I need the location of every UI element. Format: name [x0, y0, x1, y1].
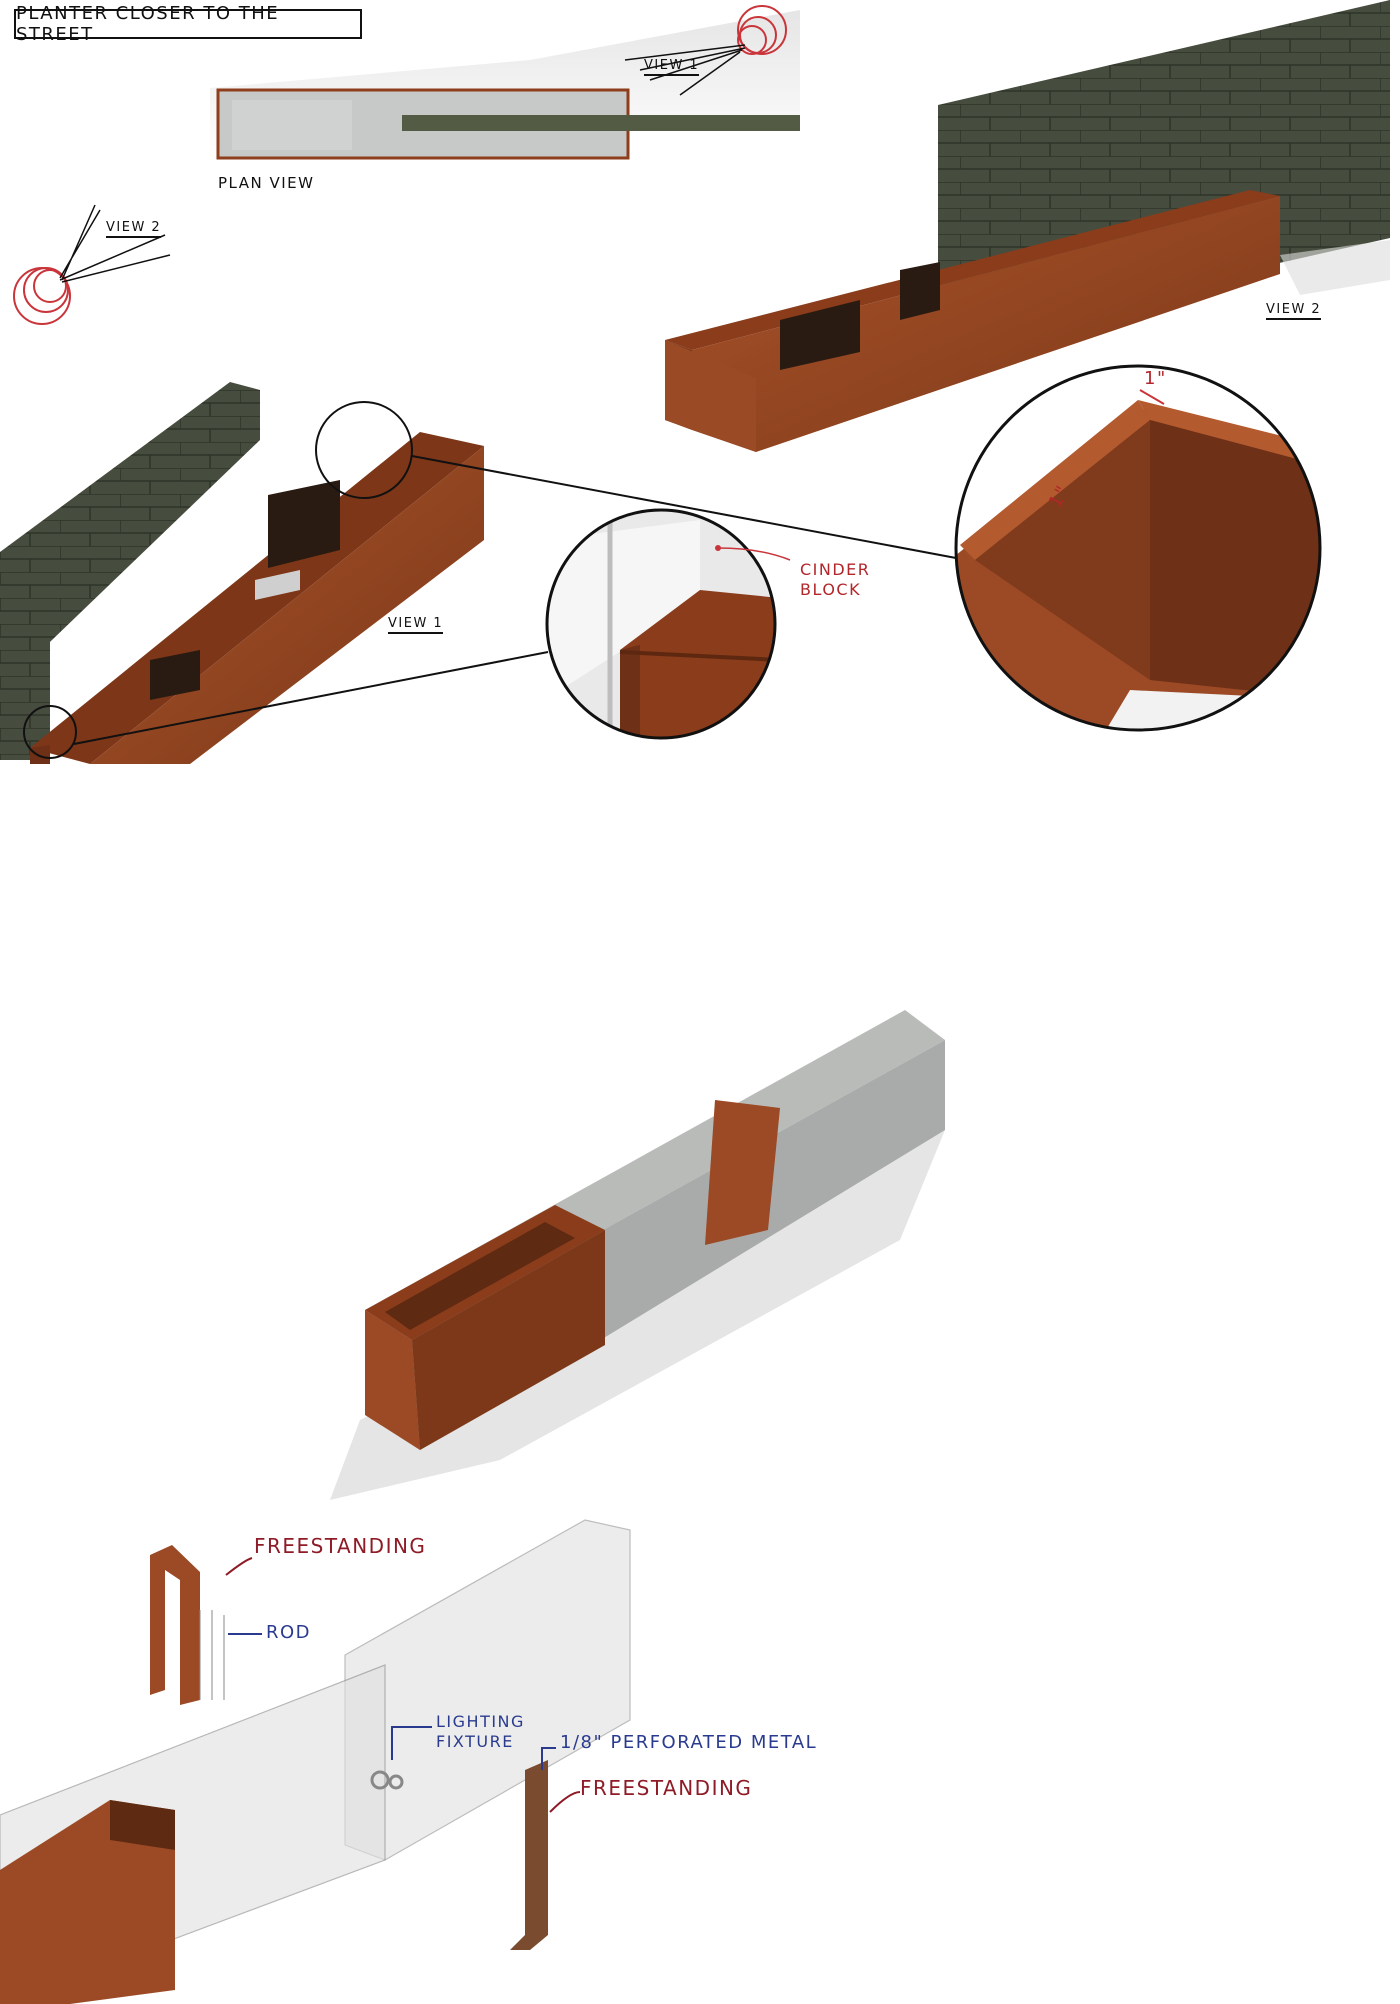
freestanding-label-1: FREESTANDING [254, 1534, 427, 1558]
corten-planter-front [365, 1310, 420, 1450]
view1-block-wall [0, 382, 260, 690]
detail-cinder-circle [545, 508, 791, 740]
view2-marker-label: VIEW 2 [106, 220, 162, 238]
plan-view-label: PLAN VIEW [218, 174, 315, 192]
freestanding-perforated [510, 1760, 548, 1950]
dimension-top-label: 1" [1144, 368, 1167, 389]
detail-corner-circle [954, 364, 1322, 732]
connector-line-top [411, 455, 957, 559]
view1-detail-ring-bottom [23, 705, 77, 759]
concrete-planter-model [330, 1010, 945, 1500]
lighting-fixture [370, 1770, 390, 1790]
freestanding-piece-1 [150, 1545, 200, 1705]
view2-planter [692, 196, 1280, 452]
connector-line-bottom [73, 651, 549, 745]
view2-scene-label: VIEW 2 [1266, 302, 1322, 320]
view1-detail-ring-top [315, 401, 413, 499]
view2-marker [13, 204, 171, 325]
view1-marker [624, 5, 787, 96]
sheet-title: PLANTER CLOSER TO THE STREET [14, 3, 362, 45]
plan-wall [402, 115, 800, 131]
glass-box [344, 1519, 631, 1861]
cinder-block-label: CINDER BLOCK [800, 560, 871, 599]
rod-label: ROD [266, 1622, 312, 1643]
lighting-fixture-label: LIGHTING FIXTURE [436, 1712, 525, 1751]
view2-scene [665, 0, 1390, 452]
view1-marker-label: VIEW 1 [644, 58, 700, 76]
freestanding-label-2: FREESTANDING [580, 1776, 753, 1800]
exploded-axon [0, 1519, 631, 2004]
perforated-metal-label: 1/8" PERFORATED METAL [560, 1732, 818, 1753]
corten-band [705, 1100, 780, 1245]
plan-view [210, 10, 800, 160]
view1-scene [0, 382, 484, 764]
corten-planter-exploded [0, 1800, 175, 2004]
view1-scene-label: VIEW 1 [388, 616, 444, 634]
